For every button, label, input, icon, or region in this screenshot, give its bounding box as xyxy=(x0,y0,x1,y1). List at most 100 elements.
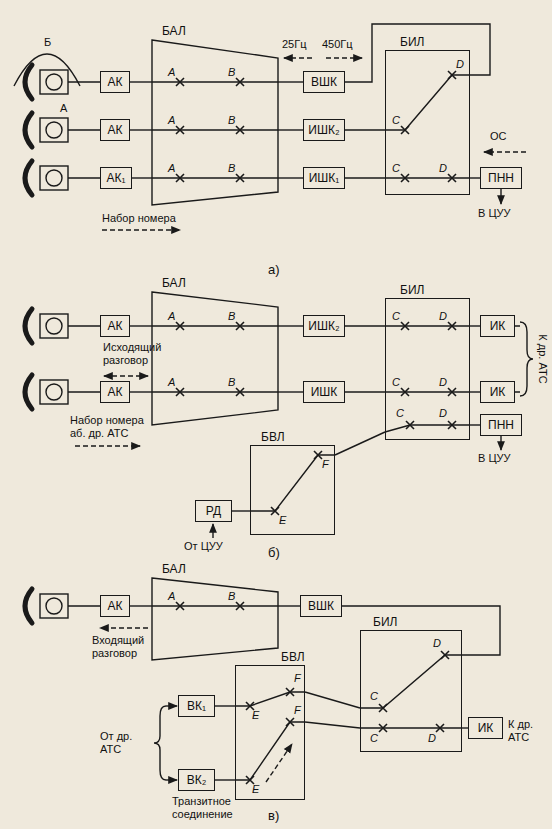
unit-label: АК₁ xyxy=(106,171,125,185)
wire-connector xyxy=(232,510,250,511)
wire-connector xyxy=(305,722,360,728)
switch-path xyxy=(152,75,520,780)
trapezoid-outline xyxy=(152,578,278,660)
crosspoint-mark xyxy=(286,688,294,696)
crosspoint-letter: C xyxy=(392,114,400,127)
panel-letter: в) xyxy=(268,808,279,823)
wire-connector xyxy=(130,391,152,392)
crosspoint-mark xyxy=(176,602,184,610)
brace xyxy=(520,322,533,396)
caption-text: Набор номера xyxy=(102,212,176,225)
crosspoint-mark xyxy=(176,78,184,86)
wire-connector xyxy=(345,24,490,82)
switch-path xyxy=(250,455,335,511)
crosspoint-mark xyxy=(286,718,294,726)
signal-arrow xyxy=(284,57,312,58)
crosspoint-mark xyxy=(406,421,414,429)
unit-label: РД xyxy=(206,504,221,518)
crosspoint-mark xyxy=(314,451,322,459)
trapezoid-outline xyxy=(152,292,278,425)
telephone-set xyxy=(25,309,68,343)
brace xyxy=(154,706,166,780)
crosspoint-letter: A xyxy=(168,376,175,389)
unit-label: ВШК xyxy=(308,599,334,613)
crosspoint-mark xyxy=(401,126,409,134)
caption-text: В ЦУУ xyxy=(478,207,511,220)
unit-label: ИШК₂ xyxy=(308,319,339,333)
unit-label: АК xyxy=(108,75,123,89)
unit-box: ПНН xyxy=(480,167,522,189)
control-arrow xyxy=(166,189,501,780)
block-title: БАЛ xyxy=(162,24,186,38)
crosspoint-letter: D xyxy=(439,310,447,323)
switch-path xyxy=(360,655,462,728)
unit-box: ИК xyxy=(468,717,503,739)
crosspoint-letter: C xyxy=(392,162,400,175)
wire-connector xyxy=(130,605,152,606)
crosspoint-mark xyxy=(236,322,244,330)
unit-box: ВШК xyxy=(300,595,342,617)
switch-path xyxy=(235,692,305,780)
wire-connector xyxy=(215,779,235,780)
unit-label: ПНН xyxy=(488,171,514,185)
telephone-set xyxy=(25,589,68,623)
crosspoint-mark xyxy=(379,704,387,712)
wire-connector xyxy=(278,391,303,392)
crosspoint-letter: C xyxy=(392,376,400,389)
signal-arrow xyxy=(266,744,292,782)
switch-path xyxy=(385,75,470,178)
wire-connector xyxy=(215,705,235,706)
crosspoint-mark xyxy=(236,78,244,86)
caption-text: ОС xyxy=(490,130,507,143)
crosspoint-mark xyxy=(448,174,456,182)
wire-connector xyxy=(470,424,480,425)
caption-text: 450Гц xyxy=(322,38,353,51)
crosspoint-mark xyxy=(176,322,184,330)
block-title: БВЛ xyxy=(281,650,305,664)
unit-label: АК xyxy=(108,123,123,137)
unit-box: АК xyxy=(100,381,130,403)
crosspoint-letter: A xyxy=(168,162,175,175)
crosspoint-mark xyxy=(401,174,409,182)
unit-label: ИШК₁ xyxy=(309,171,340,185)
crosspoint-letter: B xyxy=(228,162,235,175)
wire-connector xyxy=(132,177,152,178)
unit-label: АК xyxy=(108,385,123,399)
unit-box: АК₁ xyxy=(100,167,132,189)
unit-box: ИШК xyxy=(303,381,345,403)
crosspoint-mark xyxy=(176,174,184,182)
unit-label: ИШК xyxy=(311,385,338,399)
crosspoint-letter: C xyxy=(396,407,404,420)
crosspoint-mark xyxy=(436,724,444,732)
panel-letter: а) xyxy=(268,262,280,277)
crosspoint-letter: B xyxy=(228,590,235,603)
unit-box: ИШК₁ xyxy=(303,167,345,189)
unit-label: АК xyxy=(108,319,123,333)
unit-box: АК xyxy=(100,119,130,141)
switch-path xyxy=(385,326,470,432)
crosspoint-mark xyxy=(236,388,244,396)
crosspoint-mark xyxy=(379,724,387,732)
signal-arrow xyxy=(326,57,362,58)
crosspoint-mark xyxy=(401,388,409,396)
crosspoint-letter: A xyxy=(168,310,175,323)
control-arrow xyxy=(500,436,501,450)
crosspoint-letter: E xyxy=(252,709,259,722)
crosspoint-letter: D xyxy=(428,732,436,745)
wire-connector xyxy=(345,129,385,130)
wire-connector xyxy=(345,391,385,392)
caption-text: 25Гц xyxy=(282,38,307,51)
crosspoint-letter: F xyxy=(294,704,301,717)
unit-label: ВШК xyxy=(311,75,337,89)
subscriber-wire xyxy=(68,82,100,606)
wire-connector xyxy=(278,81,303,82)
caption-text: Набор номера аб. др. АТС xyxy=(70,414,152,440)
caption-text: А xyxy=(60,102,67,115)
unit-box: РД xyxy=(195,500,232,522)
crosspoint-mark xyxy=(448,388,456,396)
crosspoint-letter: D xyxy=(456,58,464,71)
crosspoint-mark xyxy=(441,651,449,659)
caption-text: Б xyxy=(44,36,51,49)
subscriber-wire xyxy=(68,82,100,606)
